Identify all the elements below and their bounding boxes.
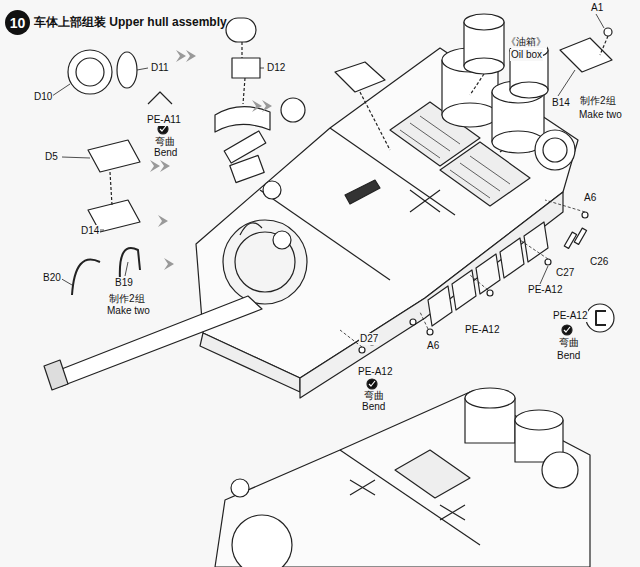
part-number: PE-A12 xyxy=(464,324,500,336)
step-title: 车体上部组装 Upper hull assembly xyxy=(34,14,227,31)
chinese-note: 制作2组 xyxy=(108,293,146,305)
note: Make two xyxy=(578,109,623,121)
part-number: A1 xyxy=(590,2,604,14)
part-number: D5 xyxy=(44,151,59,163)
note: Bend xyxy=(153,147,178,159)
note: Bend xyxy=(361,401,386,413)
part-number: PE-A12 xyxy=(552,310,588,322)
part-number: B20 xyxy=(42,272,62,284)
note: Make two xyxy=(106,305,151,317)
step-number-circle: 10 xyxy=(5,10,30,35)
note: Bend xyxy=(556,350,581,362)
part-number: D10 xyxy=(33,91,53,103)
part-number: B14 xyxy=(551,97,571,109)
part-number: A6 xyxy=(426,340,440,352)
part-number: B19 xyxy=(114,277,134,289)
part-number: PE-A11 xyxy=(146,114,182,126)
chinese-note: 《油箱》 xyxy=(505,36,547,48)
part-number: PE-A12 xyxy=(527,284,563,296)
step-number: 10 xyxy=(10,15,26,31)
part-number: C26 xyxy=(589,256,609,268)
chinese-note: 弯曲 xyxy=(558,337,580,349)
part-number: A6 xyxy=(583,192,597,204)
chinese-note: 制作2组 xyxy=(579,95,617,107)
part-number: C27 xyxy=(555,267,575,279)
part-number: D14 xyxy=(80,225,100,237)
part-number: D12 xyxy=(266,62,286,74)
part-number: PE-A12 xyxy=(357,366,393,378)
part-number: D11 xyxy=(150,62,170,74)
part-number: D27 xyxy=(359,333,379,345)
note: Oil box xyxy=(510,49,543,61)
